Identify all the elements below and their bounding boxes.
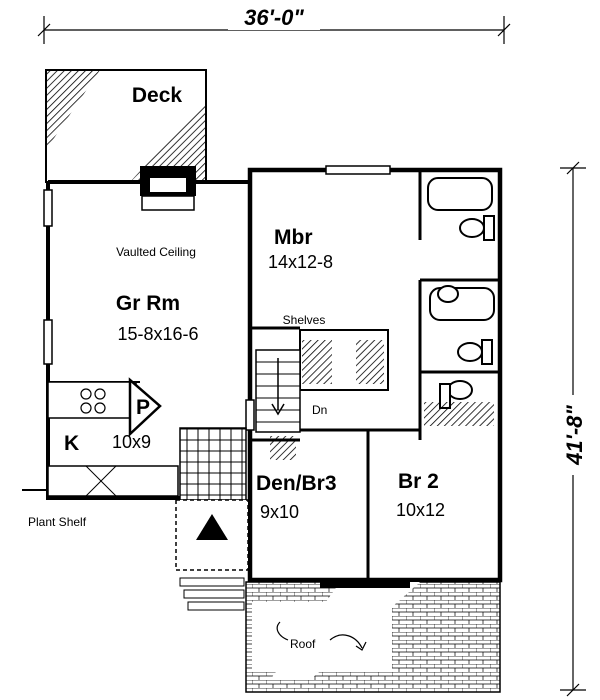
depth-dimension: 41'-8" [560,161,588,697]
kitchen-size: 10x9 [112,432,151,452]
entry-tile [179,427,247,501]
entry-stoop [175,499,249,611]
den-name: Den/Br3 [256,472,337,495]
pantry-label: P [136,396,150,419]
plant-shelf-label: Plant Shelf [28,515,87,529]
width-dimension: 36'-0" [37,4,511,44]
master-bedroom-name: Mbr [274,226,313,249]
bedroom2-size: 10x12 [396,500,445,520]
great-room-size: 15-8x16-6 [117,324,198,344]
roof-label: Roof [290,637,316,651]
shelves-label: Shelves [283,313,326,327]
deck-label: Deck [132,84,183,107]
great-room-name: Gr Rm [116,292,180,315]
kitchen-name: K [64,432,79,455]
kitchen-counters [47,377,179,497]
closets [270,340,494,460]
stair-down-label: Dn [312,403,327,417]
deck: Deck [45,69,207,183]
den-size: 9x10 [260,502,299,522]
bedroom2-name: Br 2 [398,470,439,493]
depth-label: 41'-8" [562,405,587,466]
windows [43,165,391,431]
stairs [255,349,301,433]
fireplace [140,166,196,211]
roof-callout: Roof [276,621,367,652]
width-label: 36'-0" [244,5,304,30]
roof [245,578,501,693]
vaulted-ceiling-note: Vaulted Ceiling [116,245,196,259]
master-bedroom-size: 14x12-8 [268,252,333,272]
bathroom-fixtures [427,177,495,409]
